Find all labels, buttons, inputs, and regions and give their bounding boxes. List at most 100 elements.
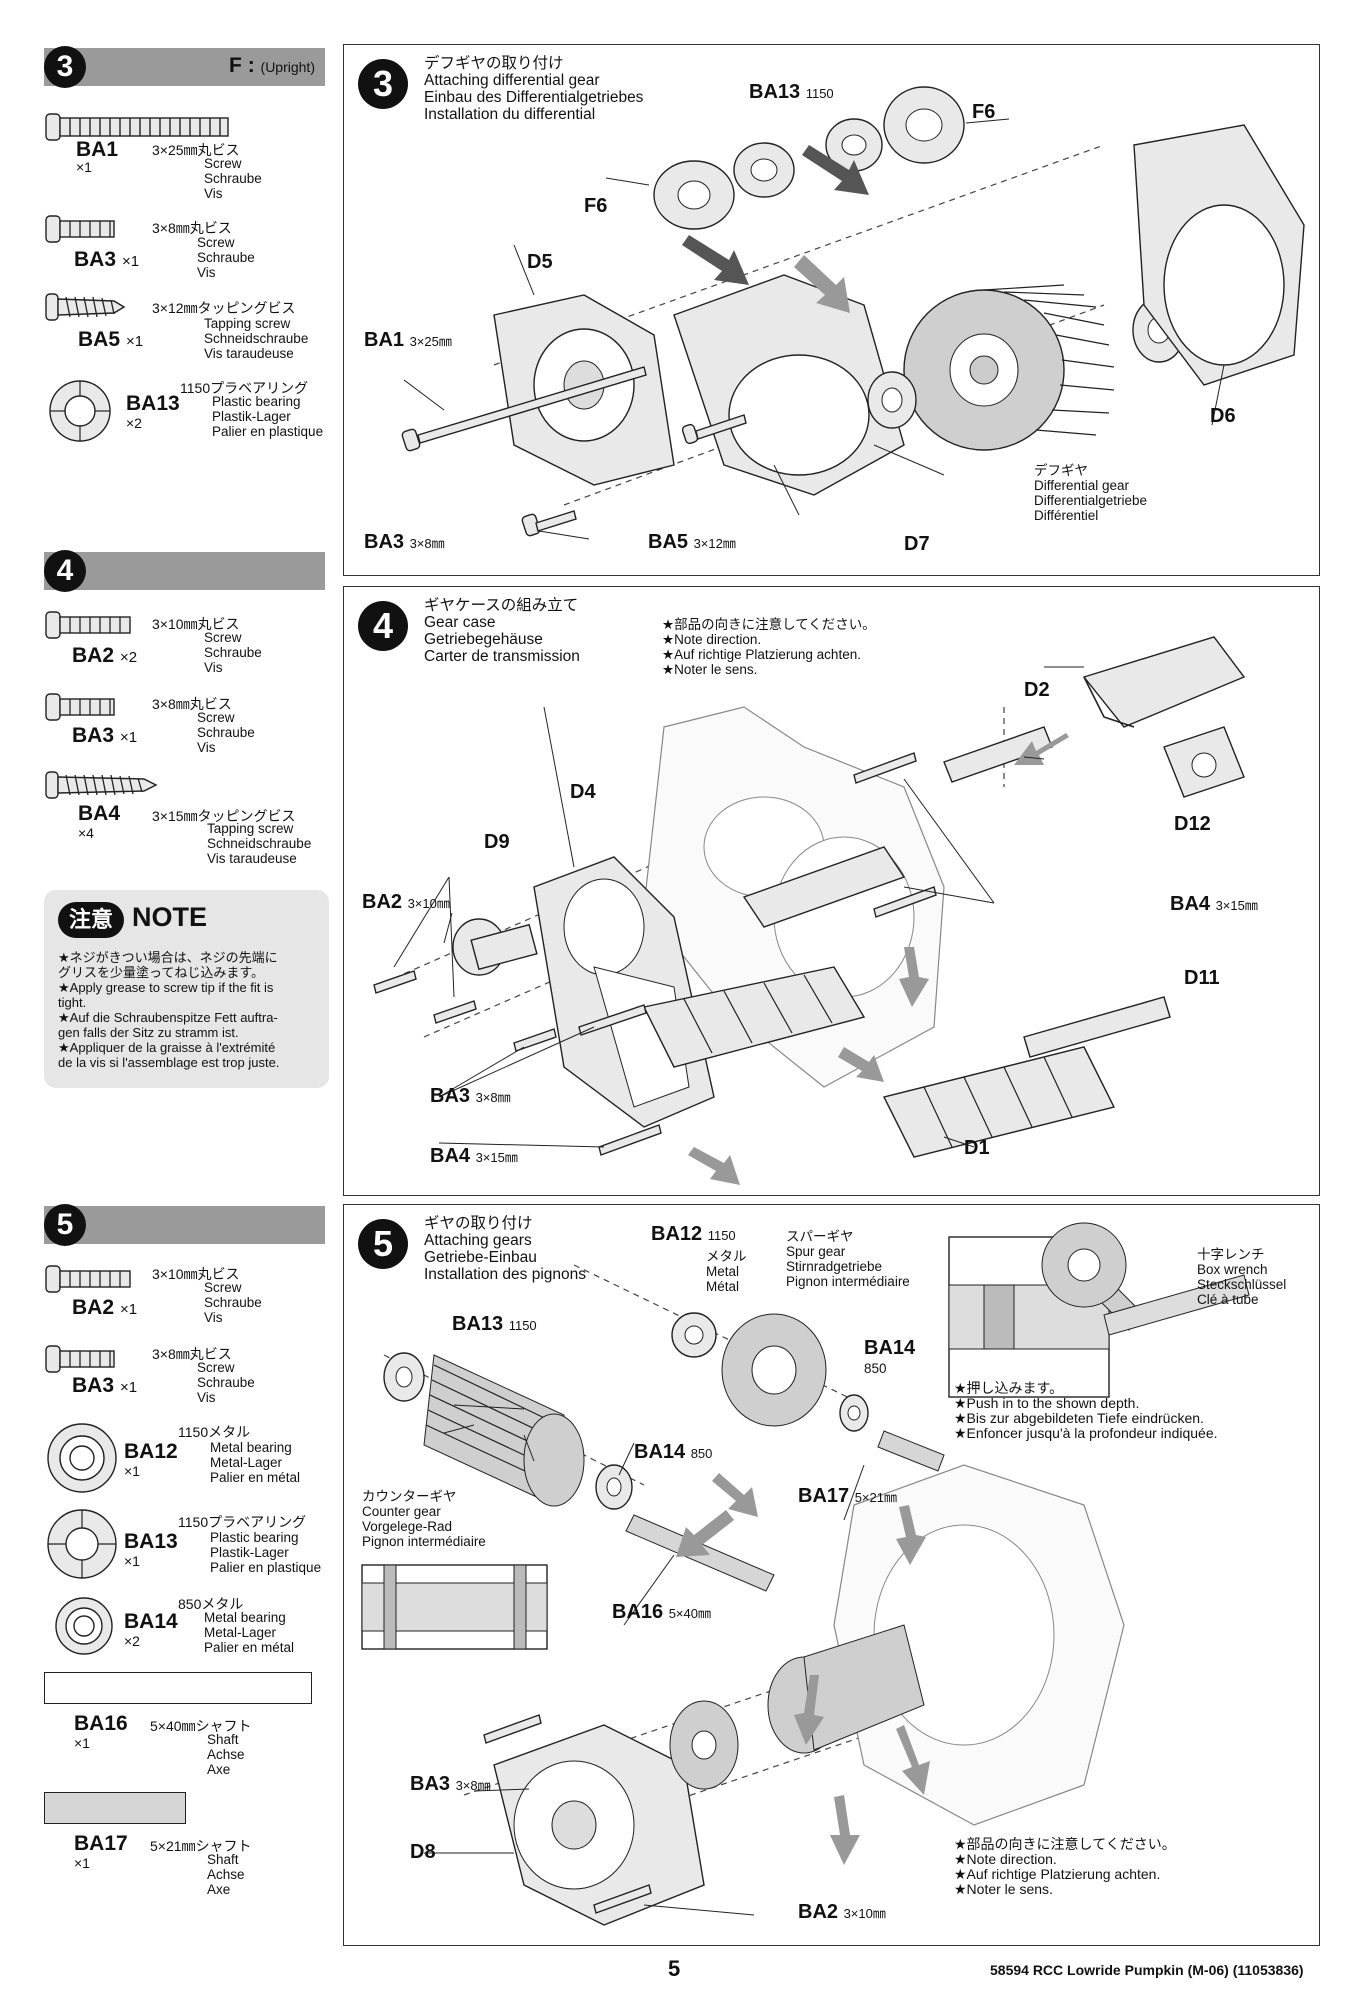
part-qty: ×1 xyxy=(124,1553,140,1569)
label-metal: メタル Metal Métal xyxy=(706,1249,747,1294)
screw-icon xyxy=(45,1265,131,1293)
part-description: Plastic bearing Plastik-Lager Palier en … xyxy=(212,394,324,439)
part-description: Screw Schraube Vis xyxy=(204,156,262,201)
step3-panel: 3 デフギヤの取り付け Attaching differential gear … xyxy=(343,44,1320,576)
part-qty: ×2 xyxy=(124,1633,140,1649)
part-code: BA3×1 xyxy=(72,1374,138,1397)
part-jp-name: 3×10㎜丸ビス xyxy=(152,1266,240,1282)
parts-bag-label: F : (Upright) xyxy=(229,54,315,77)
note-title: NOTE xyxy=(132,902,208,932)
part-jp-name: 5×40㎜シャフト xyxy=(150,1718,252,1734)
part-code: BA1 xyxy=(76,138,119,161)
tapping-screw-icon xyxy=(45,293,126,321)
part-description: Screw Schraube Vis xyxy=(204,630,262,675)
step-number: 5 xyxy=(358,1219,408,1269)
label-ba17: BA17 5×21㎜ xyxy=(798,1485,897,1507)
note-text: ★ネジがきつい場合は、ネジの先端に グリスを少量塗ってねじ込みます。 ★Appl… xyxy=(58,950,280,1070)
part-code: BA3×1 xyxy=(74,248,140,271)
label-ba4: BA4 3×15㎜ xyxy=(1170,893,1258,915)
step-number: 3 xyxy=(44,46,86,88)
part-ba17: BA17 5×21㎜シャフト ×1 Shaft Achse Axe xyxy=(44,1790,334,1900)
differential-assembly-diagram xyxy=(401,86,1305,540)
page-number: 5 xyxy=(668,1956,681,1981)
part-code: BA13 xyxy=(126,392,180,415)
note-box: 注意 NOTE ★ネジがきつい場合は、ネジの先端に グリスを少量塗ってねじ込みま… xyxy=(44,890,329,1088)
label-ba13: BA13 1150 xyxy=(749,81,834,103)
metal-bearing-icon xyxy=(47,1423,117,1493)
short-screw-icon xyxy=(45,693,115,721)
part-ba5: 3×12㎜タッピングビス BA5×1 Tapping screw Schneid… xyxy=(44,288,334,368)
part-description: Plastic bearing Plastik-Lager Palier en … xyxy=(210,1530,322,1575)
label-ba4: BA4 3×15㎜ xyxy=(430,1145,518,1167)
label-counter-gear: カウンターギヤ Counter gear Vorgelege-Rad Pigno… xyxy=(362,1489,486,1549)
label-d11: D11 xyxy=(1184,967,1220,989)
screw-icon xyxy=(45,611,131,639)
part-ba3: 3×8㎜丸ビス BA3×1 Screw Schraube Vis xyxy=(44,688,334,762)
label-d2: D2 xyxy=(1024,679,1050,701)
long-screw-icon xyxy=(45,113,229,141)
step-number: 3 xyxy=(358,59,408,109)
label-ba2: BA2 3×10㎜ xyxy=(798,1901,886,1923)
label-d12: D12 xyxy=(1174,813,1211,835)
label-box-wrench: 十字レンチ Box wrench Steckschlüssel Clé à tu… xyxy=(1197,1247,1287,1307)
label-differential-gear: デフギヤ Differential gear Differentialgetri… xyxy=(1034,463,1148,523)
part-code: BA5×1 xyxy=(78,328,144,351)
part-ba14: 850メタル BA14 ×2 Metal bearing Metal-Lager… xyxy=(44,1592,334,1662)
part-description: Screw Schraube Vis xyxy=(204,1280,262,1325)
part-description: Metal bearing Metal-Lager Palier en méta… xyxy=(204,1610,295,1655)
label-ba16: BA16 5×40㎜ xyxy=(612,1601,711,1623)
part-code: BA2×1 xyxy=(72,1296,138,1319)
step-title: ギヤケースの組み立て Gear case Getriebegehäuse Car… xyxy=(424,597,580,665)
part-jp-name: 1150プラベアリング xyxy=(180,380,309,396)
part-ba13: 1150プラベアリング BA13 ×2 Plastic bearing Plas… xyxy=(44,376,334,448)
step4-panel: 4 ギヤケースの組み立て Gear case Getriebegehäuse C… xyxy=(343,586,1320,1196)
tapping-screw-icon xyxy=(45,771,158,799)
part-code: BA3×1 xyxy=(72,724,138,747)
part-ba2: 3×10㎜丸ビス BA2×2 Screw Schraube Vis xyxy=(44,606,334,680)
part-code: BA14 xyxy=(124,1610,178,1633)
part-ba13: 1150プラベアリング BA13 ×1 Plastic bearing Plas… xyxy=(44,1506,334,1586)
metal-bearing-icon xyxy=(55,1597,113,1655)
part-code: BA2×2 xyxy=(72,644,138,667)
part-ba16: BA16 5×40㎜シャフト ×1 Shaft Achse Axe xyxy=(44,1670,334,1777)
label-f6: F6 xyxy=(584,195,608,217)
part-description: Screw Schraube Vis xyxy=(197,710,255,755)
direction-note: ★部品の向きに注意してください。 ★Note direction. ★Auf r… xyxy=(954,1836,1176,1897)
step4-parts-header: 4 xyxy=(44,550,325,592)
short-screw-icon xyxy=(45,215,115,243)
label-ba13: BA13 1150 xyxy=(452,1313,537,1335)
label-d9: D9 xyxy=(484,831,510,853)
label-ba14: BA14 850 xyxy=(634,1441,713,1463)
label-ba3: BA3 3×8㎜ xyxy=(410,1773,491,1795)
part-jp-name: 3×8㎜丸ビス xyxy=(152,220,232,236)
label-ba14-size: 850 xyxy=(864,1361,887,1376)
label-ba5: BA5 3×12㎜ xyxy=(648,531,736,553)
part-description: Shaft Achse Axe xyxy=(207,1852,245,1897)
long-shaft-icon xyxy=(44,1672,312,1704)
part-description: Tapping screw Schneidschraube Vis taraud… xyxy=(204,316,309,361)
part-ba1: BA1 3×25㎜丸ビス ×1 Screw Schraube Vis xyxy=(44,108,334,201)
part-jp-name: 3×8㎜丸ビス xyxy=(152,1346,232,1362)
gear-case-assembly-diagram xyxy=(373,636,1246,1185)
label-ba1: BA1 3×25㎜ xyxy=(364,329,452,351)
part-jp-name: 5×21㎜シャフト xyxy=(150,1838,252,1854)
caution-badge: 注意 xyxy=(58,902,124,938)
direction-note: ★部品の向きに注意してください。 ★Note direction. ★Auf r… xyxy=(662,617,876,677)
part-ba4: BA4 3×15㎜タッピングビス ×4 Tapping screw Schnei… xyxy=(44,766,334,866)
part-ba3: 3×8㎜丸ビス BA3×1 Screw Schraube Vis xyxy=(44,210,334,282)
label-ba3: BA3 3×8㎜ xyxy=(364,531,445,553)
manual-info: 58594 RCC Lowride Pumpkin (M-06) (110538… xyxy=(990,1962,1304,1978)
plastic-bearing-icon xyxy=(47,1509,117,1579)
part-code: BA4 xyxy=(78,802,121,825)
short-shaft-icon xyxy=(44,1792,186,1824)
step3-parts-header: 3 F : (Upright) xyxy=(44,46,325,88)
push-depth-note: ★押し込みます。 ★Push in to the shown depth. ★B… xyxy=(954,1380,1218,1441)
step-title: デフギヤの取り付け Attaching differential gear Ei… xyxy=(424,55,644,123)
step-title: ギヤの取り付け Attaching gears Getriebe-Einbau … xyxy=(424,1215,587,1283)
part-jp-name: 1150プラベアリング xyxy=(178,1514,307,1530)
step-number: 4 xyxy=(358,601,408,651)
part-jp-name: 3×10㎜丸ビス xyxy=(152,616,240,632)
part-jp-name: 850メタル xyxy=(178,1596,244,1612)
label-f6: F6 xyxy=(972,101,996,123)
part-jp-name: 1150メタル xyxy=(178,1424,251,1440)
